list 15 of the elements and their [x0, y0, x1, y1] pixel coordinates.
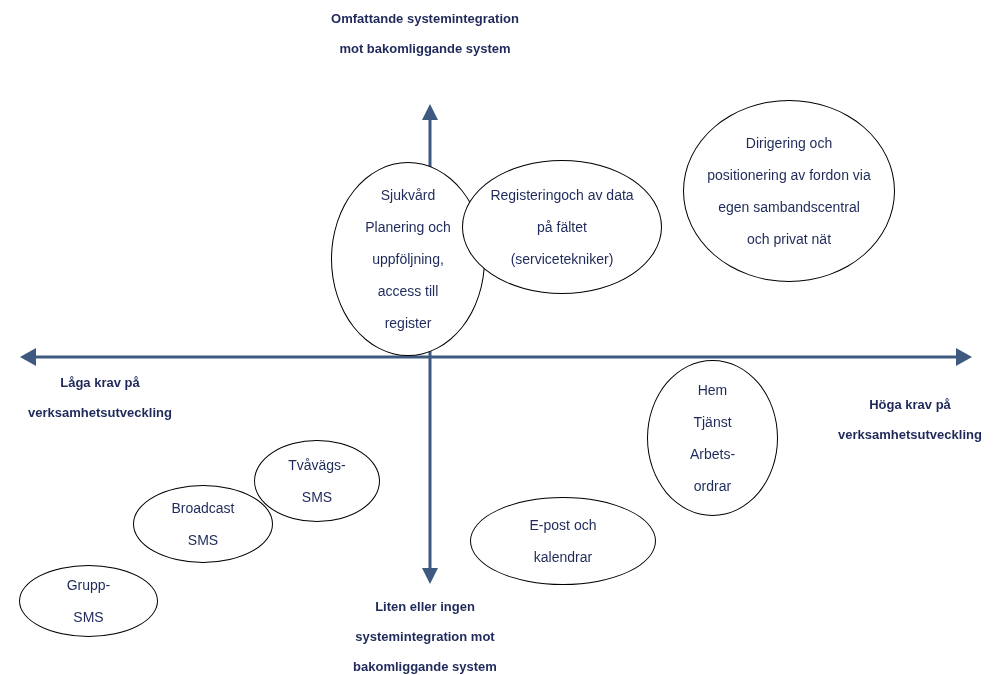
node-text: Broadcast SMS	[170, 499, 236, 550]
node-text: Tjänst	[692, 413, 733, 432]
axis-label: Höga krav på verksamhetsutveckling	[837, 396, 983, 444]
axis-label: Låga krav på verksamhetsutveckling	[27, 374, 173, 422]
axis-label: Omfattande systemintegration mot bakomliggande system	[330, 10, 520, 58]
node-text: Dirigering och positionering av fordon via egen sambandscentral och privat nät	[706, 134, 872, 249]
node-text: Hem	[696, 381, 729, 400]
node-text: Grupp- SMS	[65, 576, 112, 627]
node-text: Tvåvägs- SMS	[287, 456, 347, 507]
node-text: Planering och uppföljning, access till register	[364, 218, 452, 333]
node-text: Sjukvård	[379, 186, 437, 205]
node-text: Arbets- ordrar	[688, 445, 737, 496]
node-text: Registeringoch av data på fältet (servicetekniker)	[489, 186, 635, 269]
node-text: E-post och kalendrar	[528, 516, 598, 567]
axis-label: Liten eller ingen systemintegration mot bakomliggande system	[352, 598, 498, 675]
